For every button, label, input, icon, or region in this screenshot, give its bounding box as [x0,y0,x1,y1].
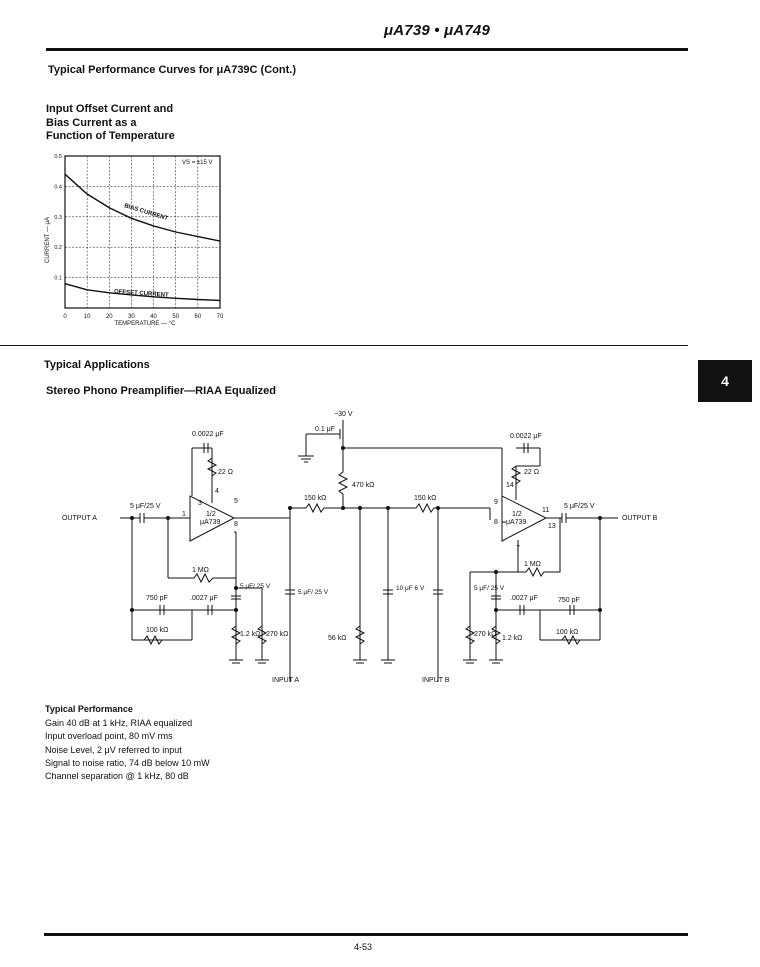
cap-10uf: 10 μF 6 V [396,585,425,592]
performance-item-gain: Gain 40 dB at 1 kHz, RIAA equalized [45,718,193,728]
riaa-cap1-b: 750 pF [558,597,580,604]
pin-a-5: 5 [234,498,238,505]
amp-b-name: μA739 [506,519,526,526]
pin-a-3: 3 [198,500,202,507]
chart-title: Input Offset Current and Bias Current as… [46,103,175,142]
input-a-label: INPUT A [272,677,299,684]
pin-b-8: 8 [494,519,498,526]
chapter-tab: 4 [698,360,752,402]
applications-title: Typical Applications [44,359,150,371]
supply-cap: 0.1 μF [315,426,335,433]
x-tick-label: 50 [172,314,179,320]
x-tick-label: 60 [195,314,202,320]
res-270k-a: 270 kΩ [266,631,288,638]
amp-a-name: μA739 [200,519,220,526]
pin-b-11: 11 [542,507,549,514]
riaa-cap2-b: .0027 μF [510,595,538,602]
emitter-cap-b: 5 μF/ 25 V [474,585,505,592]
amp-a-half: 1/2 [206,511,216,518]
pin-a-8: 8 [234,521,238,528]
pin-b-7: 7 [516,545,520,552]
input-b-label: INPUT B [422,677,450,684]
performance-title: Typical Performance [45,704,133,714]
x-tick-label: 10 [84,314,91,320]
pin-a-1: 1 [182,511,186,518]
amp-b-half: 1/2 [512,511,522,518]
res-1-2k-a: 1.2 kΩ [240,631,260,638]
supply-resistor: 470 kΩ [352,482,374,489]
performance-item-snr: Signal to noise ratio, 74 dB below 10 mW [45,757,210,768]
series-line-offset-current [64,283,221,302]
plot-frame [64,155,221,309]
pin-b-9: 9 [494,499,498,506]
bias-res-a: 150 kΩ [304,495,326,502]
pin-a-4: 4 [215,488,219,495]
x-tick-label: 30 [128,314,135,320]
res-270k-b: 270 kΩ [474,631,496,638]
res-56k: 56 kΩ [328,635,346,642]
performance-item-separation: Channel separation @ 1 kHz, 80 dB [45,771,189,782]
series-label-bias: BIAS CURRENT [123,203,168,222]
feedback-cap-a: 0.0022 μF [192,431,224,438]
section-divider [0,345,688,346]
riaa-cap2-a: .0027 μF [190,595,218,602]
performance-item-overload: Input overload point, 80 mV rms [45,731,173,742]
bias-res-b: 150 kΩ [414,495,436,502]
emitter-cap-a: 5 μF/ 25 V [240,583,271,590]
chart-grid [64,155,221,309]
performance-item-noise: Noise Level, 2 μV referred to input [45,744,182,755]
feedback-cap-b: 0.0022 μF [510,433,542,440]
res-1-2k-b: 1.2 kΩ [502,635,522,642]
y-tick-label: 0.4 [54,184,62,190]
x-tick-label: 0 [63,314,67,320]
chart-ticks: 0 10 20 30 40 50 60 70 0.1 0.2 0.3 0.4 0.5 [54,154,224,320]
feedback-res-a: 22 Ω [218,469,233,476]
applications-subtitle: Stereo Phono Preamplifier—RIAA Equalized [46,385,277,397]
x-tick-label: 40 [150,314,157,320]
series-label-offset: OFFSET CURRENT [114,289,169,299]
riaa-cap1-a: 750 pF [146,595,168,602]
supply-voltage: −30 V [334,411,353,418]
output-cap-b: 5 μF/25 V [564,503,595,510]
fb-mega-b: 1 MΩ [524,561,541,568]
section-title: Typical Performance Curves for μA739C (C… [48,64,296,76]
series-line-bias-current [64,173,221,242]
page-header-title: μA739 • μA749 [384,22,490,39]
input-cap-a: 5 μF/ 25 V [298,589,329,596]
temperature-chart: 0 10 20 30 40 50 60 70 0.1 0.2 0.3 0.4 0.5 CURRENT —… [45,154,224,327]
y-axis-label: CURRENT — μA [45,217,51,263]
x-tick-label: 70 [217,314,224,320]
header-rule [46,48,688,51]
y-tick-label: 0.1 [54,276,62,282]
output-cap-a: 5 μF/25 V [130,503,161,510]
y-tick-label: 0.5 [54,154,62,160]
page-number: 4-53 [354,942,373,952]
feedback-res-b: 22 Ω [524,469,539,476]
preamp-schematic: −30 V 0.1 μF 470 kΩ 0.0022 μF 22 Ω 0.002… [62,411,658,684]
pin-b-14: 14 [506,482,514,489]
footer-rule [44,933,688,936]
performance-list: Gain 40 dB at 1 kHz, RIAA equalized Inpu… [45,717,210,783]
y-tick-label: 0.3 [54,215,62,221]
x-axis-label: TEMPERATURE — °C [115,321,177,327]
riaa-res-a: 100 kΩ [146,627,168,634]
y-tick-label: 0.2 [54,245,62,251]
output-b-label: OUTPUT B [622,515,658,522]
chart-annotation: VS = ±15 V [182,160,212,166]
pin-b-13: 13 [548,523,556,530]
riaa-res-b: 100 kΩ [556,629,578,636]
x-tick-label: 20 [106,314,113,320]
fb-mega-a: 1 MΩ [192,567,209,574]
chart-series [64,173,221,302]
output-a-label: OUTPUT A [62,515,97,522]
